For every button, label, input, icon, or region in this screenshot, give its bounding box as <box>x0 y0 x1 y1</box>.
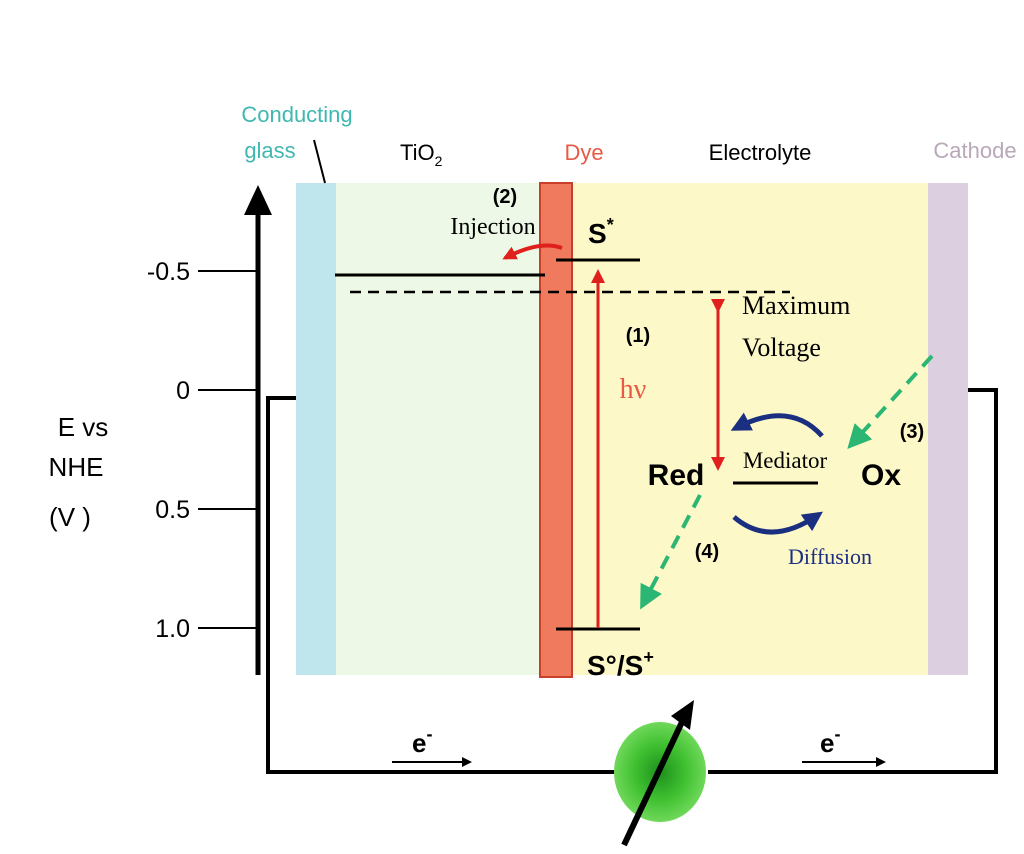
axis-tick-label-1: 0 <box>176 377 190 405</box>
diffusion-arrow <box>732 511 823 535</box>
injection-label: Injection <box>450 214 535 240</box>
meter-needle-arrowhead-icon <box>671 700 694 730</box>
axis-tick-label-0: -0.5 <box>147 258 190 286</box>
cathode-layer <box>928 183 968 675</box>
external-circuit-right <box>708 388 998 774</box>
electron-left-label: e- <box>412 724 432 758</box>
axis-title-line-2: NHE <box>49 452 104 482</box>
cathode-label: Cathode <box>933 138 1016 163</box>
meter-needle <box>621 720 685 847</box>
injection-arrow <box>502 243 563 260</box>
axis-tick-label-2: 0.5 <box>155 496 190 524</box>
dye-regeneration-arrow <box>640 494 702 610</box>
dye-label: Dye <box>564 140 603 165</box>
dye-regeneration-step-number: (4) <box>695 541 719 563</box>
electrolyte-region <box>570 183 928 675</box>
red-species-label: Red <box>648 459 705 492</box>
tio2-label: TiO2 <box>400 140 443 169</box>
mediator-label: Mediator <box>743 448 828 473</box>
regeneration-arrow <box>847 354 934 449</box>
regeneration-step-number: (3) <box>900 421 924 443</box>
axis-title-line-1: E vs <box>58 412 109 442</box>
photon-label: hν <box>620 374 647 405</box>
dye-layer <box>539 182 573 678</box>
maximum-voltage-label-2: Voltage <box>742 333 821 362</box>
electron-right-label: e- <box>820 724 840 758</box>
axis-title-line-3: (V ) <box>49 502 91 532</box>
tio2-region <box>335 183 545 675</box>
maximum-voltage-label-1: Maximum <box>742 291 850 320</box>
diffusion-label: Diffusion <box>788 544 872 569</box>
external-circuit-left <box>266 396 618 774</box>
conducting-glass-pointer <box>313 139 326 184</box>
injection-step-number: (2) <box>493 186 517 208</box>
mediator-oxidation-arrow <box>730 412 824 438</box>
energy-axis-ticks: -0.5 0 0.5 1.0 <box>147 258 258 643</box>
energy-axis-arrowhead <box>244 185 272 215</box>
conducting-glass-layer <box>296 183 336 675</box>
excited-state-label: S* <box>588 215 614 249</box>
ground-state-label: S°/S+ <box>587 647 654 681</box>
conducting-glass-label-2: glass <box>244 138 295 163</box>
electrolyte-label: Electrolyte <box>709 140 812 165</box>
ox-species-label: Ox <box>861 459 901 492</box>
excitation-step-number: (1) <box>626 325 650 347</box>
conducting-glass-label-1: Conducting <box>241 102 352 127</box>
axis-tick-label-3: 1.0 <box>155 615 190 643</box>
